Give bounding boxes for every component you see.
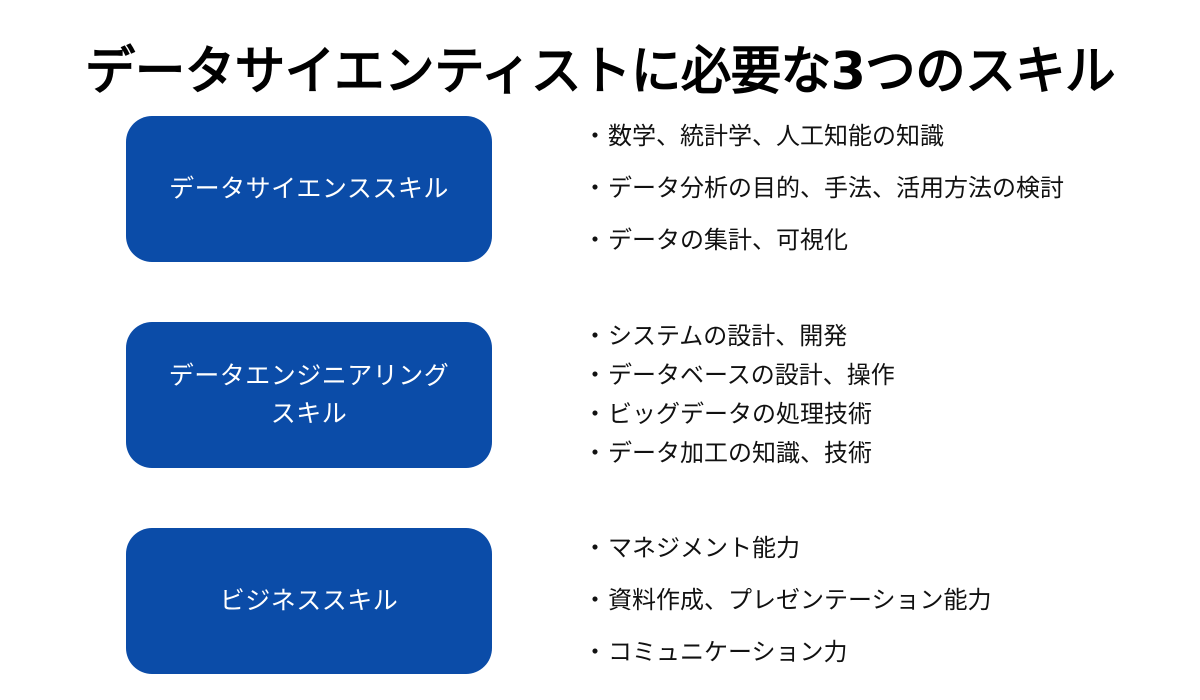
skill-box-label: データエンジニアリングスキル <box>168 362 450 428</box>
list-item-text: 資料作成、プレゼンテーション能力 <box>608 587 992 614</box>
page-title: データサイエンティストに必要な3つのスキル <box>84 41 1116 102</box>
skill-bullet-list: ・ システムの設計、開発 ・ データベースの設計、操作 ・ ビッグデータの処理技… <box>583 322 1183 468</box>
list-item: ・ データの集計、可視化 <box>583 226 1183 256</box>
skill-box-business[interactable]: ビジネススキル <box>126 528 492 674</box>
bullet-marker-icon: ・ <box>583 439 607 467</box>
list-item: ・ システムの設計、開発 <box>583 322 1183 352</box>
bullet-marker-icon: ・ <box>583 123 607 150</box>
bullet-marker-icon: ・ <box>583 535 607 562</box>
skill-bullet-list: ・ 数学、統計学、人工知能の知識 ・ データ分析の目的、手法、活用方法の検討 ・… <box>583 116 1183 262</box>
list-item: ・ マネジメント能力 <box>583 534 1183 564</box>
bullet-marker-icon: ・ <box>583 587 607 614</box>
list-item: ・ データベースの設計、操作 <box>583 361 1183 391</box>
list-item-text: データの集計、可視化 <box>608 227 848 254</box>
bullet-marker-icon: ・ <box>583 639 607 666</box>
list-item: ・ 資料作成、プレゼンテーション能力 <box>583 586 1183 616</box>
skill-box-data-science[interactable]: データサイエンススキル <box>126 116 492 262</box>
skill-row: ビジネススキル ・ マネジメント能力 ・ 資料作成、プレゼンテーション能力 ・ … <box>0 528 1200 674</box>
list-item: ・ データ分析の目的、手法、活用方法の検討 <box>583 174 1183 204</box>
list-item: ・ コミュニケーション力 <box>583 638 1183 668</box>
list-item-text: ビッグデータの処理技術 <box>608 400 872 428</box>
list-item-text: マネジメント能力 <box>608 535 800 562</box>
list-item-text: システムの設計、開発 <box>608 322 848 350</box>
bullet-marker-icon: ・ <box>583 227 607 254</box>
list-item-text: データベースの設計、操作 <box>608 361 895 389</box>
list-item: ・ データ加工の知識、技術 <box>583 439 1183 469</box>
skill-row: データサイエンススキル ・ 数学、統計学、人工知能の知識 ・ データ分析の目的、… <box>0 116 1200 262</box>
bullet-marker-icon: ・ <box>583 361 607 389</box>
list-item: ・ 数学、統計学、人工知能の知識 <box>583 122 1183 152</box>
skill-bullet-list: ・ マネジメント能力 ・ 資料作成、プレゼンテーション能力 ・ コミュニケーショ… <box>583 528 1183 674</box>
bullet-marker-icon: ・ <box>583 400 607 428</box>
list-item-text: データ分析の目的、手法、活用方法の検討 <box>608 175 1064 202</box>
skill-box-label: ビジネススキル <box>219 587 399 615</box>
bullet-marker-icon: ・ <box>583 322 607 350</box>
skill-box-data-engineering[interactable]: データエンジニアリングスキル <box>126 322 492 468</box>
list-item-text: コミュニケーション力 <box>608 639 848 666</box>
list-item-text: 数学、統計学、人工知能の知識 <box>608 123 944 150</box>
list-item-text: データ加工の知識、技術 <box>608 439 872 467</box>
skill-row: データエンジニアリングスキル ・ システムの設計、開発 ・ データベースの設計、… <box>0 322 1200 468</box>
list-item: ・ ビッグデータの処理技術 <box>583 400 1183 430</box>
bullet-marker-icon: ・ <box>583 175 607 202</box>
skill-box-label: データサイエンススキル <box>169 175 449 203</box>
